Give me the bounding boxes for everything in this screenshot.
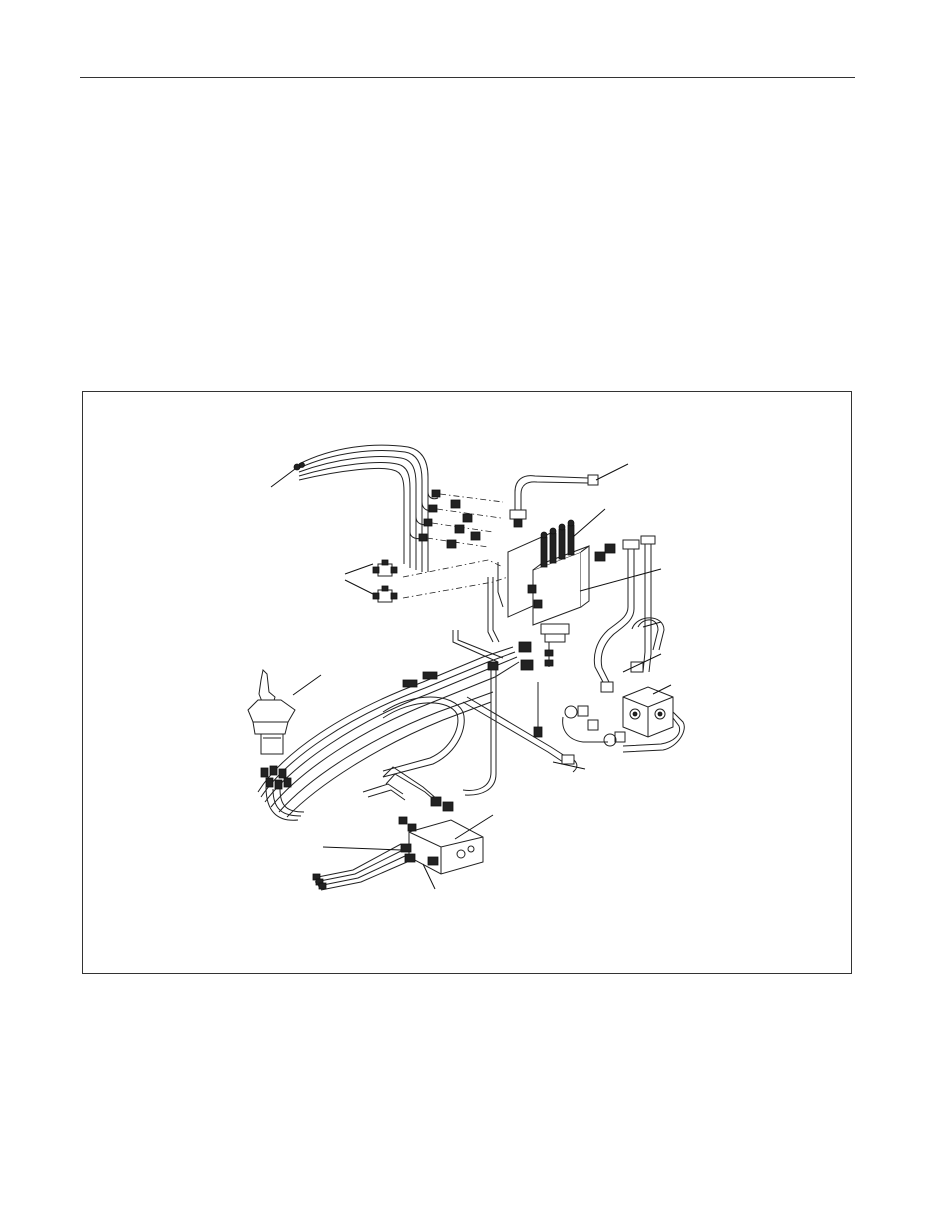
tee-fittings <box>372 559 398 603</box>
leader-valve-body <box>579 568 662 592</box>
main-hose-harness <box>257 562 534 818</box>
figure-frame <box>82 391 852 974</box>
control-valve <box>507 519 616 667</box>
leader-pump <box>652 684 672 695</box>
header-rule <box>80 77 855 78</box>
callout-leaders <box>270 463 672 890</box>
leader-return-hose <box>552 761 586 770</box>
leader-joystick <box>292 674 322 696</box>
adapter-fittings <box>446 499 481 549</box>
joystick <box>247 668 305 821</box>
hydraulic-pump <box>562 661 685 753</box>
manifold-block <box>312 766 484 891</box>
leader-pump-fitting <box>622 653 662 673</box>
tee-fitting-icon <box>372 585 398 603</box>
hydraulic-system-diagram <box>247 444 685 891</box>
leader-valve-spools <box>572 508 606 538</box>
pump-supply-tubes <box>593 535 665 683</box>
hose-clamp-icon <box>603 733 617 747</box>
leader-manifold-hoses <box>322 846 402 851</box>
valve-spools-icon <box>540 519 575 568</box>
steel-tube-bundle <box>293 444 509 599</box>
leader-tee-lower <box>344 579 374 595</box>
joystick-port-fittings <box>260 765 292 790</box>
hose-clamp-icon <box>564 705 578 719</box>
leader-pressure-hose <box>595 463 629 481</box>
leader-pump-tube <box>642 621 662 628</box>
leader-tube-bundle <box>270 468 296 488</box>
tee-fitting-icon <box>372 559 398 577</box>
leader-manifold <box>454 814 494 840</box>
leader-tee-upper <box>344 563 374 575</box>
pressure-hose-top <box>509 474 599 528</box>
leader-manifold-fitting <box>422 863 436 890</box>
return-hose <box>462 682 578 773</box>
